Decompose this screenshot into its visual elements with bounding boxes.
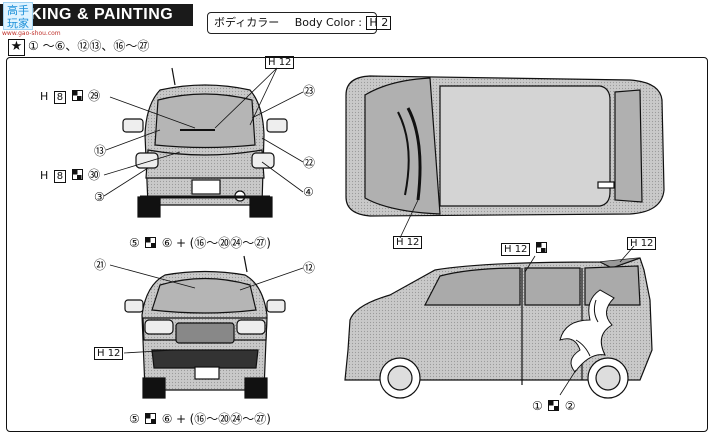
- rear-step-label: ⑤ ⑥ + (⑯〜⑳㉔〜㉗): [129, 236, 271, 251]
- body-color-box: ボディカラー Body Color : H 2: [207, 12, 392, 34]
- rear-h8-label-1: H 8 ㉙: [40, 89, 100, 104]
- rear-decal-22: ㉒: [303, 156, 316, 170]
- rear-decal-13: ⑬: [94, 144, 107, 158]
- side-h12-code-1: H 12: [501, 243, 531, 256]
- side-h12-code-2: H 12: [627, 237, 657, 250]
- front-decal-12: ⑫: [303, 261, 316, 275]
- front-h12-label: H 12: [92, 346, 124, 360]
- checker-icon: [71, 169, 83, 180]
- top-h12-code: H 12: [393, 236, 423, 249]
- watermark-logo: 高手玩家: [3, 2, 33, 30]
- side-step-label: ① ②: [532, 399, 576, 414]
- rear-decal-23: ㉓: [303, 84, 316, 98]
- rear-h-letter-1: H: [40, 90, 49, 103]
- rear-decal-23-label: ㉓: [303, 84, 315, 99]
- rear-h8-code-2: 8: [53, 170, 67, 183]
- rear-decal-3-label: ③: [94, 190, 105, 205]
- side-step-2: ②: [564, 399, 576, 413]
- front-step-5: ⑤: [129, 412, 140, 426]
- front-step-plus: +: [176, 412, 187, 426]
- front-view-drawing: [109, 255, 304, 399]
- rear-step-range: (⑯〜⑳㉔〜㉗): [189, 236, 271, 250]
- rear-step-plus: +: [176, 236, 187, 250]
- checker-icon: [535, 242, 547, 253]
- checker-icon: [145, 237, 157, 248]
- body-color-ja: ボディカラー: [214, 16, 280, 29]
- checker-icon: [548, 400, 560, 411]
- body-color-en: Body Color :: [294, 16, 362, 29]
- diagram-frame: [6, 57, 708, 432]
- side-h12-label-2: H 12: [625, 236, 657, 250]
- rear-decal-4: ④: [303, 185, 314, 199]
- rear-h8-code-1: 8: [53, 91, 67, 104]
- top-h12-label: H 12: [391, 235, 423, 249]
- rear-decal-3: ③: [94, 190, 105, 204]
- star-icon: ★: [8, 39, 25, 56]
- checker-icon: [71, 90, 83, 101]
- rear-decal-13-label: ⑬: [94, 144, 106, 159]
- watermark-url: www.gao-shou.com: [2, 30, 61, 37]
- front-decal-21-label: ㉑: [94, 258, 106, 273]
- rear-decal-4-label: ④: [303, 185, 314, 200]
- front-step-label: ⑤ ⑥ + (⑯〜⑳㉔〜㉗): [129, 412, 271, 427]
- checker-icon: [145, 413, 157, 424]
- banner-title: KING & PAINTING: [30, 6, 174, 23]
- rear-step-6: ⑥: [161, 236, 173, 250]
- rear-h-letter-2: H: [40, 169, 49, 182]
- front-decal-21: ㉑: [94, 258, 107, 272]
- rear-view-drawing: [103, 67, 304, 218]
- step-sequence: ① 〜⑥、⑫⑬、⑯〜㉗: [28, 39, 150, 53]
- rear-h12-code: H 12: [265, 56, 295, 69]
- side-h12-label-1: H 12: [499, 242, 549, 256]
- side-view-drawing: [344, 245, 653, 399]
- front-step-6: ⑥: [161, 412, 173, 426]
- rear-decal-29: ㉙: [88, 89, 101, 103]
- rear-step-5: ⑤: [129, 236, 140, 250]
- front-decal-12-label: ⑫: [303, 261, 315, 276]
- section-banner: KING & PAINTING: [0, 4, 193, 26]
- rear-decal-30: ㉚: [88, 168, 101, 182]
- top-view-drawing: [345, 75, 665, 239]
- rear-decal-22-label: ㉒: [303, 156, 315, 171]
- front-step-range: (⑯〜⑳㉔〜㉗): [189, 412, 271, 426]
- rear-h8-label-2: H 8 ㉚: [40, 168, 100, 183]
- rear-color-code-label: H 12: [263, 55, 295, 69]
- side-step-1: ①: [532, 399, 543, 413]
- watermark-logo-text: 高手玩家: [7, 4, 29, 30]
- body-color-code: H 2: [366, 16, 392, 30]
- front-h12-code: H 12: [94, 347, 124, 360]
